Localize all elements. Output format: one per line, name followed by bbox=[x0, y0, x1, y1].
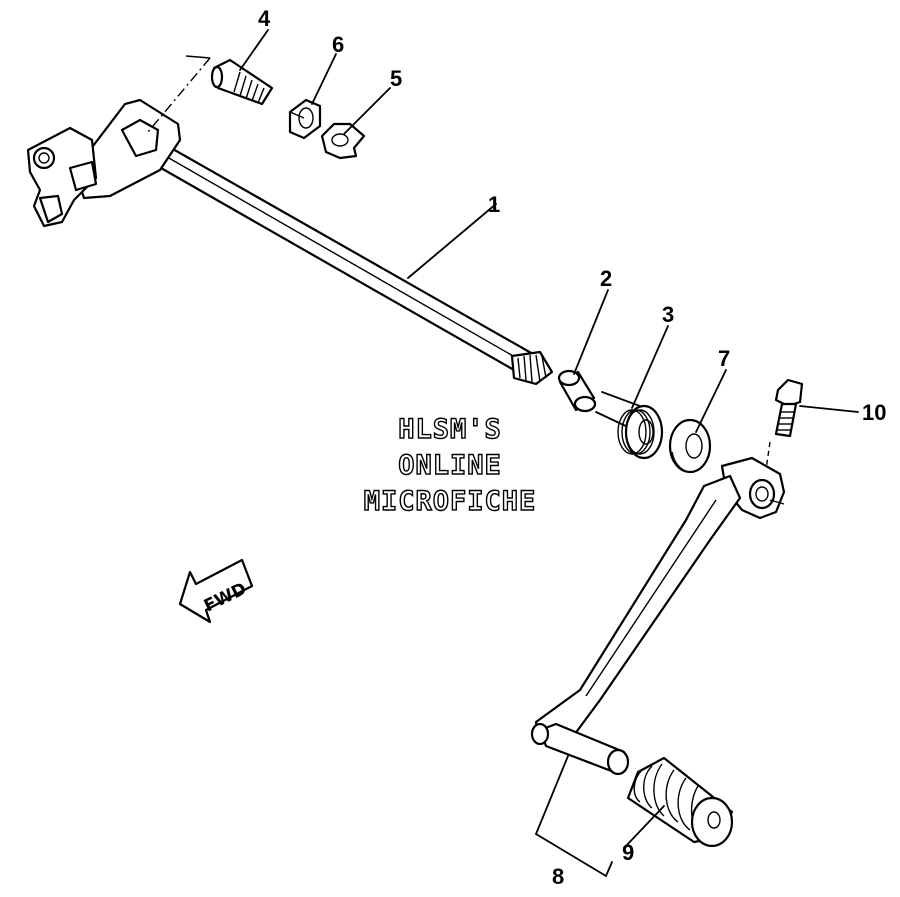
lock-washer bbox=[320, 122, 366, 160]
callout-3: 3 bbox=[662, 302, 674, 327]
callout-4: 4 bbox=[258, 6, 271, 31]
stud-bolt bbox=[210, 58, 274, 106]
watermark-line-2: ONLINE bbox=[398, 450, 502, 481]
shift-shaft bbox=[26, 55, 554, 386]
leader-lines bbox=[239, 29, 859, 877]
return-spring bbox=[595, 391, 664, 460]
watermark-line-3: MICROFICHE bbox=[364, 486, 537, 517]
watermark-line-1: HLSM'S bbox=[398, 414, 502, 445]
pinch-bolt bbox=[765, 378, 804, 471]
washer bbox=[668, 418, 712, 474]
callout-1: 1 bbox=[488, 192, 500, 217]
watermark: HLSM'S ONLINE MICROFICHE bbox=[363, 413, 537, 517]
callout-7: 7 bbox=[718, 346, 730, 371]
callout-2: 2 bbox=[600, 266, 612, 291]
callout-9: 9 bbox=[622, 840, 634, 865]
callout-5: 5 bbox=[390, 66, 402, 91]
shift-pedal bbox=[530, 456, 786, 776]
callout-labels: 1 2 3 4 5 6 7 8 9 10 bbox=[258, 6, 886, 889]
pedal-rubber bbox=[626, 756, 734, 848]
nut bbox=[288, 98, 322, 140]
callout-6: 6 bbox=[332, 32, 344, 57]
callout-8: 8 bbox=[552, 864, 564, 889]
collar bbox=[557, 369, 597, 413]
forward-direction-arrow: FWD bbox=[178, 558, 254, 624]
callout-10: 10 bbox=[862, 400, 886, 425]
